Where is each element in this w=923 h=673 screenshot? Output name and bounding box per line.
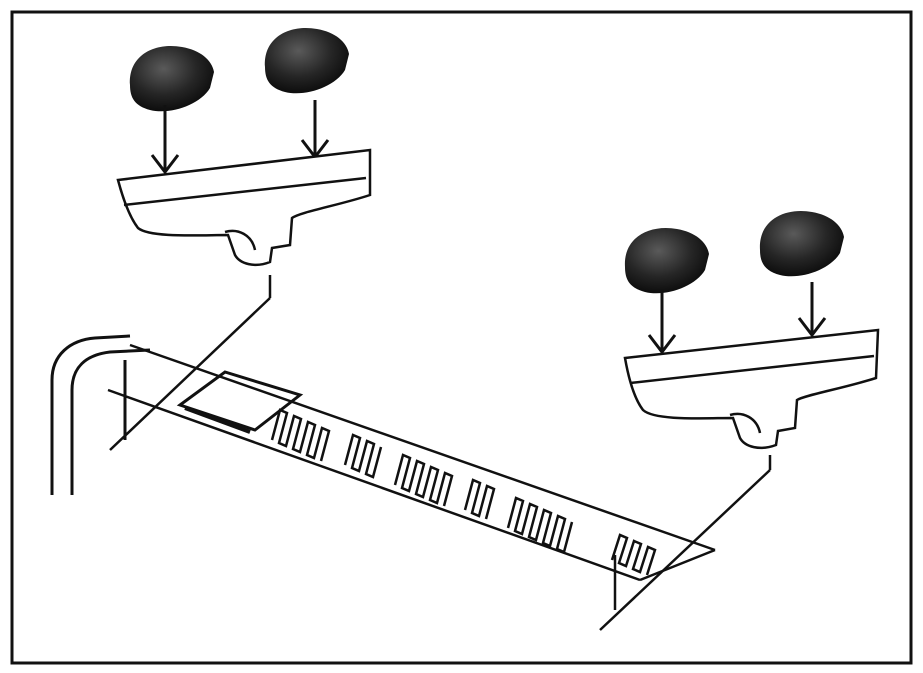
arrow-down-icon: [797, 282, 827, 338]
knob-2: [264, 27, 349, 94]
tray-right: [623, 328, 880, 470]
arrow-down-icon: [300, 100, 330, 160]
knob-3: [624, 227, 709, 294]
arrow-down-icon: [647, 292, 677, 355]
knob-1: [129, 45, 214, 112]
tray-left: [116, 148, 372, 298]
knob-4: [759, 210, 844, 277]
frame-border: [10, 10, 913, 665]
strip-holder: [50, 334, 151, 495]
arrow-down-icon: [150, 105, 180, 175]
sensor-strip: [107, 297, 771, 631]
electrode-pattern: [270, 408, 657, 576]
